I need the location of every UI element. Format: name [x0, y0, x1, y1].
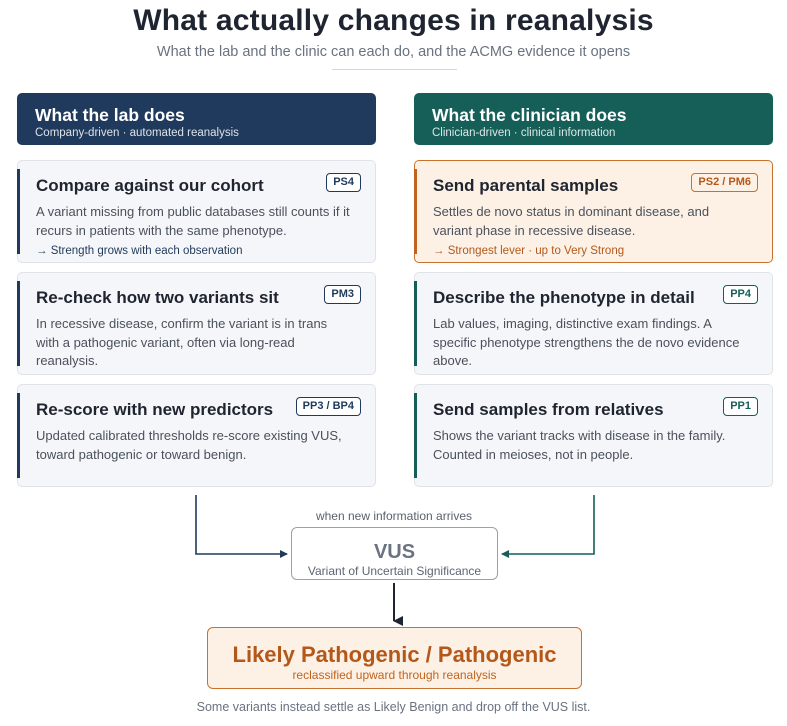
- page-title: What actually changes in reanalysis: [133, 4, 654, 37]
- card-body: A variant missing from public databases …: [36, 204, 350, 238]
- acmg-code-badge: PS2 / PM6: [691, 173, 758, 192]
- clinician-card-relatives: Send samples from relatives PP1 Shows th…: [414, 384, 773, 487]
- result-subtitle: reclassified upward through reanalysis: [292, 668, 497, 682]
- clinician-header-title: What the clinician does: [432, 105, 627, 125]
- page-subtitle: What the lab and the clinic can each do,…: [156, 44, 631, 60]
- card-accent-bar: [17, 169, 20, 254]
- lab-column-header: What the lab does Company-driven · autom…: [17, 93, 376, 145]
- lab-card-cohort: Compare against our cohort PS4 A variant…: [17, 160, 376, 263]
- lab-to-vus-arrow: [195, 495, 288, 558]
- clinician-header-subtitle: Clinician-driven · clinical information: [432, 127, 616, 139]
- lab-header-subtitle: Company-driven · automated reanalysis: [35, 127, 239, 139]
- card-title: Re-score with new predictors: [36, 400, 274, 419]
- lab-header-title: What the lab does: [35, 105, 185, 125]
- acmg-code-badge: PP3 / BP4: [295, 397, 361, 416]
- card-note: → Strength grows with each observation: [36, 245, 243, 257]
- acmg-code-badge: PP4: [723, 285, 758, 304]
- footnote: Some variants instead settle as Likely B…: [196, 700, 591, 714]
- vus-title: VUS: [373, 541, 416, 563]
- card-accent-bar: [17, 393, 20, 478]
- clinician-column-header: What the clinician does Clinician-driven…: [414, 93, 773, 145]
- card-body: Settles de novo status in dominant disea…: [433, 204, 710, 238]
- clinician-card-parental-samples: Send parental samples PS2 / PM6 Settles …: [414, 160, 773, 263]
- clinician-card-phenotype: Describe the phenotype in detail PP4 Lab…: [414, 272, 773, 375]
- card-accent-bar: [17, 281, 20, 366]
- acmg-code-badge: PM3: [324, 285, 361, 304]
- card-title: Compare against our cohort: [36, 176, 264, 195]
- card-accent-bar: [414, 281, 417, 366]
- acmg-code-badge: PS4: [326, 173, 361, 192]
- card-body: In recessive disease, confirm the varian…: [36, 316, 328, 368]
- result-box: Likely Pathogenic / Pathogenic reclassif…: [207, 627, 582, 689]
- card-title: Send parental samples: [433, 176, 619, 195]
- result-title: Likely Pathogenic / Pathogenic: [232, 642, 557, 667]
- card-accent-bar: [414, 169, 417, 254]
- clinician-to-vus-arrow: [501, 495, 595, 558]
- card-note: → Strongest lever · up to Very Strong: [433, 245, 625, 257]
- card-body: Shows the variant tracks with disease in…: [433, 428, 726, 462]
- vus-box: VUS Variant of Uncertain Significance: [291, 527, 498, 580]
- card-title: Send samples from relatives: [433, 400, 664, 419]
- title-divider: [332, 69, 457, 70]
- card-body: Updated calibrated thresholds re-score e…: [36, 428, 342, 462]
- card-accent-bar: [414, 393, 417, 478]
- lab-card-predictors: Re-score with new predictors PP3 / BP4 U…: [17, 384, 376, 487]
- card-title: Re-check how two variants sit: [36, 288, 279, 307]
- vus-subtitle: Variant of Uncertain Significance: [307, 564, 482, 578]
- lab-card-phase: Re-check how two variants sit PM3 In rec…: [17, 272, 376, 375]
- card-title: Describe the phenotype in detail: [433, 288, 695, 307]
- flow-label: when new information arrives: [315, 509, 473, 523]
- acmg-code-badge: PP1: [723, 397, 758, 416]
- card-body: Lab values, imaging, distinctive exam fi…: [433, 316, 740, 368]
